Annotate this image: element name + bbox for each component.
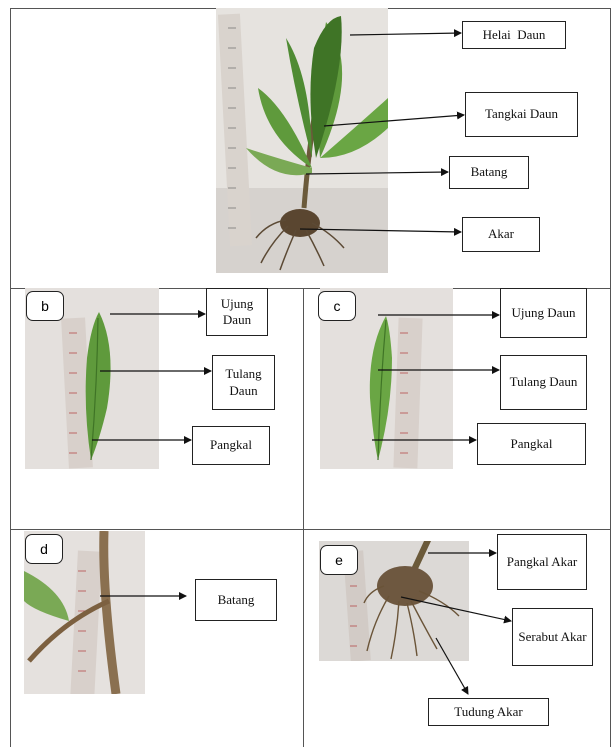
label-tangkai-daun: Tangkai Daun (465, 92, 578, 137)
label-ujung-daun-b: Ujung Daun (206, 288, 268, 336)
photo-whole-plant (216, 8, 388, 273)
label-pangkal-akar: Pangkal Akar (497, 534, 587, 590)
label-pangkal-c: Pangkal (477, 423, 586, 465)
panel-tag-c: c (318, 291, 356, 321)
panel-tag-b: b (26, 291, 64, 321)
label-batang-a: Batang (449, 156, 529, 189)
label-helai-daun: Helai Daun (462, 21, 566, 49)
label-tudung-akar: Tudung Akar (428, 698, 549, 726)
label-tulang-daun-b: Tulang Daun (212, 355, 275, 410)
panel-tag-d: d (25, 534, 63, 564)
label-tulang-daun-c: Tulang Daun (500, 355, 587, 410)
label-batang-d: Batang (195, 579, 277, 621)
label-ujung-daun-c: Ujung Daun (500, 288, 587, 338)
label-serabut-akar: Serabut Akar (512, 608, 593, 666)
panel-tag-e: e (320, 545, 358, 575)
label-pangkal-b: Pangkal (192, 426, 270, 465)
label-akar: Akar (462, 217, 540, 252)
